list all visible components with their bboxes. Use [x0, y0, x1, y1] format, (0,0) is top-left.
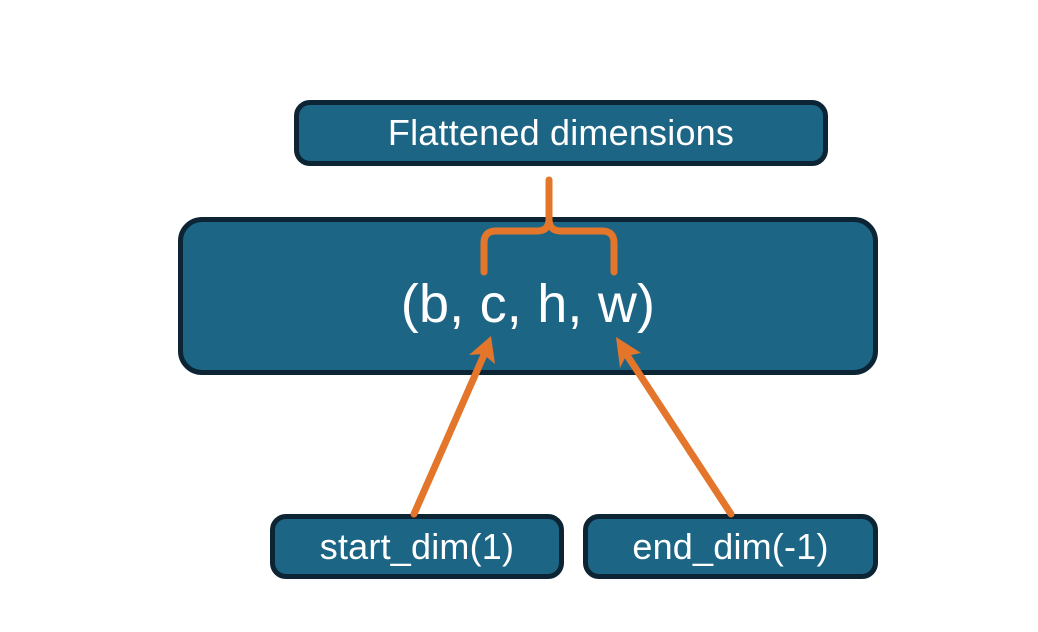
- tensor-shape-box[interactable]: (b, c, h, w): [178, 217, 878, 375]
- end-dim-box[interactable]: end_dim(-1): [583, 514, 878, 579]
- flattened-dimensions-box[interactable]: Flattened dimensions: [294, 100, 828, 166]
- flattened-dimensions-label: Flattened dimensions: [387, 112, 735, 153]
- tensor-shape-label: (b, c, h, w): [400, 274, 656, 334]
- end-dim-label: end_dim(-1): [632, 525, 829, 567]
- start-dim-label: start_dim(1): [319, 525, 515, 567]
- start-dim-box[interactable]: start_dim(1): [270, 514, 564, 579]
